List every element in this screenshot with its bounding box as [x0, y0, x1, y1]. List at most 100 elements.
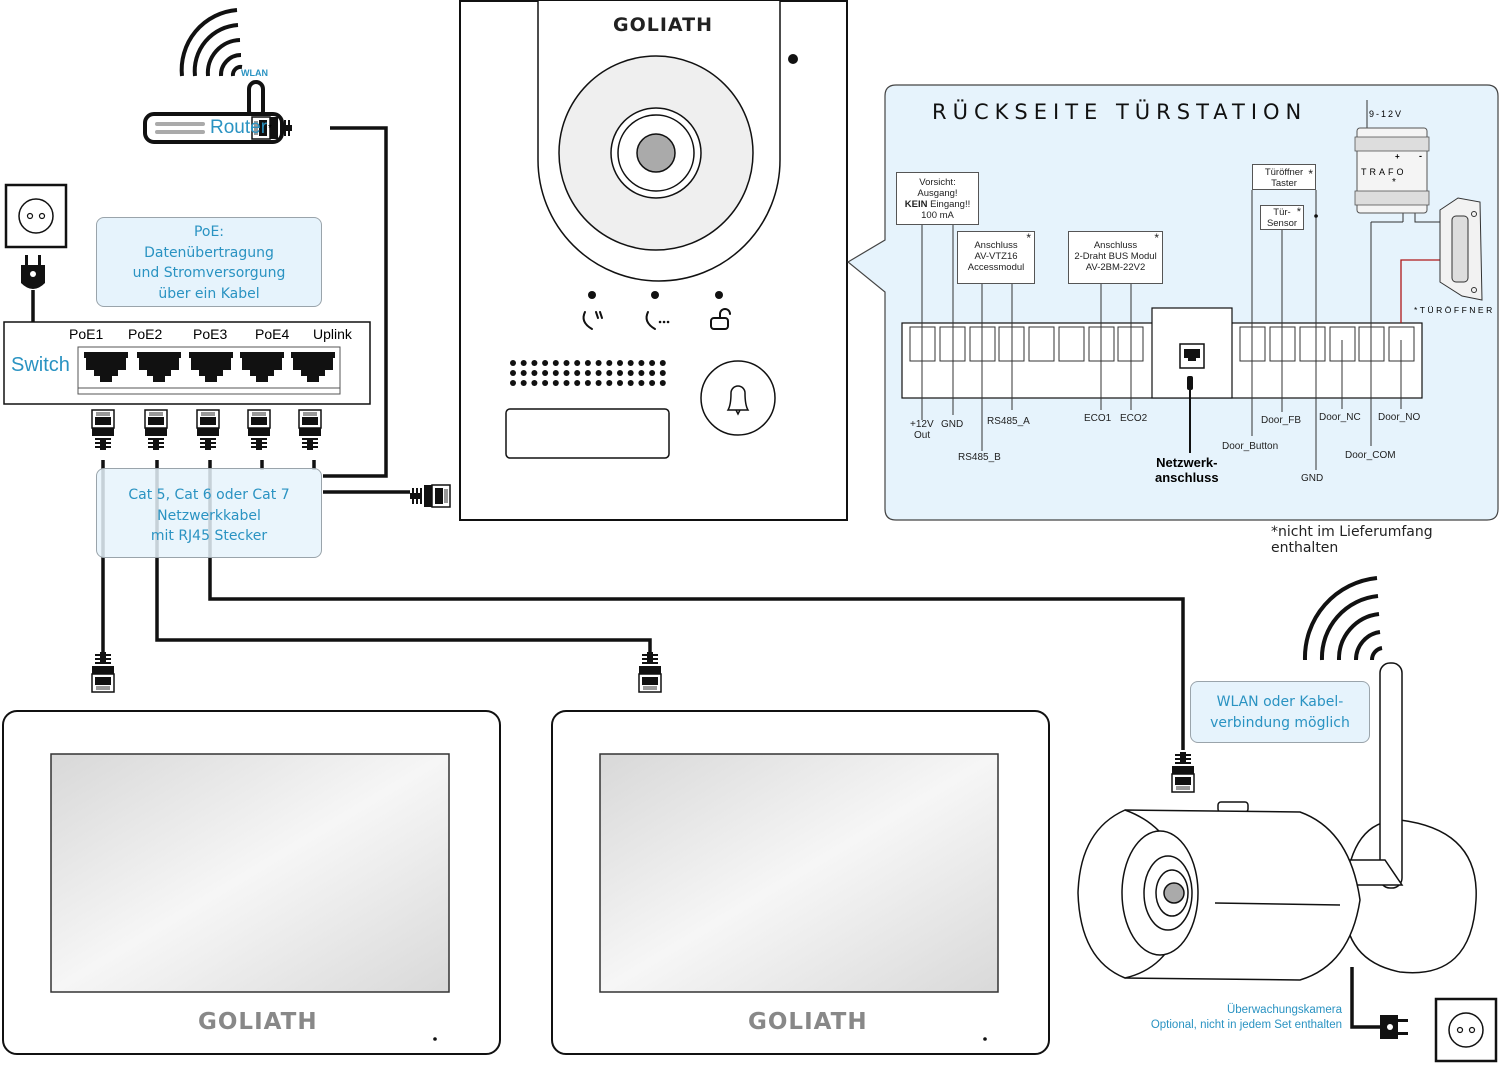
camera-rj45-plug — [1171, 751, 1195, 793]
trafo-label: TRAFO — [1361, 167, 1407, 177]
door-station-logo: GOLIATH — [613, 14, 714, 36]
door-opener-icon — [1439, 197, 1483, 301]
sensor-line: Sensor — [1266, 218, 1298, 229]
monitor2-rj45-plug — [638, 651, 662, 693]
door-station — [459, 0, 848, 521]
warning-line: 100 mA — [921, 210, 954, 221]
camera-info-box: WLAN oder Kabel- verbindung möglich — [1190, 681, 1370, 743]
switch-ports — [84, 352, 335, 382]
network-label-line: Netzwerk- — [1156, 455, 1218, 470]
speaker-hole — [638, 380, 645, 386]
warning-bold: KEIN — [904, 199, 928, 210]
door-opener-label: *TÜRÖFFNER — [1414, 305, 1495, 315]
camera-wall-socket-icon — [1434, 997, 1498, 1063]
trafo-minus: - — [1419, 151, 1422, 161]
speaker-hole — [606, 360, 613, 366]
monitor-2 — [551, 710, 1050, 1055]
poe-info-line: und Stromversorgung — [132, 265, 286, 281]
pin-label-door-no: Door_NO — [1378, 412, 1421, 423]
camera-caption: Überwachungskamera Optional, nicht in je… — [1120, 1003, 1342, 1033]
switch-rj45-plug — [247, 409, 271, 451]
poe-info-line: über ein Kabel — [158, 285, 260, 302]
pin-label-out: Out — [914, 430, 931, 441]
cable-info-line: mit RJ45 Stecker — [150, 528, 268, 544]
ethernet-port-2 — [137, 352, 181, 382]
speaker-hole — [531, 370, 538, 376]
speaker-hole — [542, 370, 549, 376]
asterisk: * — [1154, 231, 1159, 245]
camera-info-line: verbindung möglich — [1210, 714, 1350, 731]
speaker-hole — [584, 370, 591, 376]
terminal-screw — [1058, 326, 1085, 362]
switch-plugs — [91, 409, 322, 451]
pin-label-rs485a: RS485_A — [987, 416, 1030, 427]
speaker-hole — [606, 370, 613, 376]
speaker-hole — [531, 380, 538, 386]
door-button-box: * Türöffner Taster — [1252, 164, 1316, 190]
bus-line: 2-Draht BUS Modul — [1074, 251, 1157, 262]
router-asterisk: * — [268, 123, 272, 134]
speaker-hole — [659, 360, 666, 366]
wlan-label: WLAN — [241, 68, 268, 78]
button-line: Türöffner — [1264, 167, 1304, 178]
pin-label-eco1: ECO1 — [1084, 413, 1112, 424]
pin-label-door-button: Door_Button — [1222, 441, 1279, 452]
speaker-hole — [520, 360, 527, 366]
port-label-poe2: PoE2 — [128, 326, 163, 342]
port-label-poe1: PoE1 — [69, 326, 104, 342]
speaker-hole — [510, 360, 516, 366]
cable-info-line: Netzwerkkabel — [157, 507, 261, 524]
call-icon — [582, 311, 593, 330]
asterisk: * — [1296, 206, 1301, 218]
pin-label-gnd2: GND — [1301, 473, 1324, 484]
access-line: Accessmodul — [967, 262, 1025, 273]
speaker-hole — [659, 370, 666, 376]
speaker-hole — [595, 370, 602, 376]
trafo-icon — [1354, 127, 1430, 214]
pin-label-door-com: Door_COM — [1345, 450, 1396, 461]
camera-info-line: WLAN oder Kabel- — [1216, 694, 1344, 710]
speaker-hole — [617, 380, 623, 386]
switch-rj45-plug — [298, 409, 322, 451]
speaker-hole — [563, 370, 570, 376]
speaker-hole — [595, 380, 602, 386]
asterisk: * — [1026, 231, 1031, 245]
network-label-line: anschluss — [1155, 470, 1219, 485]
speaker-hole — [574, 360, 581, 366]
speaker-hole — [638, 370, 645, 376]
speaker-hole — [649, 370, 656, 376]
speaker-hole — [649, 380, 656, 386]
speaker-hole — [627, 370, 634, 376]
doorstation-rj45-plug — [409, 484, 451, 508]
terminal-screw — [1299, 326, 1326, 362]
camera-caption-line: Überwachungskamera — [1226, 1004, 1342, 1016]
bus-line: Anschluss — [1093, 240, 1138, 251]
pin-label-rs485b: RS485_B — [958, 452, 1001, 463]
router-label: Router — [210, 117, 268, 138]
cable-info-box: Cat 5, Cat 6 oder Cat 7 Netzwerkkabel mi… — [96, 468, 322, 558]
voltage-label: 9-12V — [1369, 109, 1404, 119]
port-label-poe3: PoE3 — [193, 326, 228, 342]
speaker-hole — [638, 360, 645, 366]
speaker-hole — [542, 360, 549, 366]
pin-label-door-fb: Door_FB — [1261, 415, 1302, 426]
ethernet-port-5 — [291, 352, 335, 382]
rear-panel — [846, 84, 1499, 521]
router-wifi-icon — [179, 8, 243, 77]
poe-info-box: PoE: Datenübertragung und Stromversorgun… — [96, 217, 322, 307]
speaker-hole — [520, 380, 527, 386]
speaker-hole — [510, 370, 516, 376]
speaker-hole — [510, 380, 516, 386]
speaker-grille — [510, 360, 666, 386]
speaker-hole — [649, 360, 656, 366]
sensor-line: Tür- — [1273, 207, 1291, 218]
rear-panel-title: Rückseite Türstation — [932, 100, 1308, 124]
warning-line: Ausgang! — [917, 188, 958, 199]
speaker-hole — [563, 360, 570, 366]
speaker-hole — [584, 380, 591, 386]
access-module-box: * Anschluss AV-VTZ16 Accessmodul — [957, 231, 1035, 284]
switch-label: Switch — [11, 354, 70, 376]
red-wire — [1400, 259, 1440, 323]
camera-power-plug-icon — [1380, 1015, 1408, 1039]
